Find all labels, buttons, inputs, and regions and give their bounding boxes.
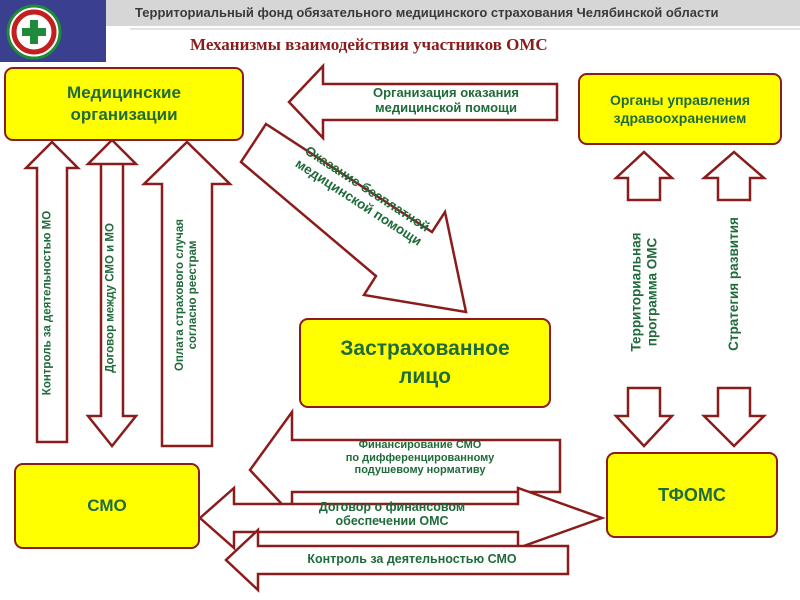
node-smo: СМО bbox=[14, 463, 200, 549]
label-territorial-line1: Территориальная bbox=[628, 232, 644, 352]
label-financing-line3: подушевому нормативу bbox=[354, 464, 486, 477]
label-contract-financing-line2: обеспечении ОМС bbox=[335, 514, 449, 529]
label-control-smo: Контроль за деятельностью СМО bbox=[307, 552, 517, 566]
arrow-payment bbox=[140, 140, 234, 448]
label-financing: Финансирование СМО по дифференцированном… bbox=[300, 439, 540, 477]
label-territorial: Территориальная программа ОМС bbox=[628, 232, 659, 351]
arrow-territorial-down bbox=[613, 386, 675, 448]
label-control-mo: Контроль за деятельностью МО bbox=[41, 210, 54, 396]
org-title: Территориальный фонд обязательного медиц… bbox=[135, 5, 719, 20]
node-health-authorities: Органы управления здравоохранением bbox=[578, 73, 782, 145]
label-contract-smo-mo: Договор между СМО и МО bbox=[104, 223, 117, 373]
logo-icon bbox=[6, 4, 62, 60]
label-payment-line1: Оплата страхового случая bbox=[173, 219, 186, 371]
node-health-authorities-label: Органы управления здравоохранением bbox=[609, 91, 751, 126]
node-tfoms: ТФОМС bbox=[606, 452, 778, 538]
label-payment: Оплата страхового случая согласно реестр… bbox=[174, 219, 200, 371]
node-med-orgs-label: Медицинские организации bbox=[67, 82, 181, 124]
label-financing-line2: по дифференцированному bbox=[345, 451, 495, 464]
node-insured: Застрахованное лицо bbox=[299, 318, 551, 408]
label-org-care: Организация оказания медицинской помощи bbox=[336, 85, 556, 116]
label-payment-line2: согласно реестрам bbox=[187, 240, 199, 350]
arrow-free-care bbox=[239, 122, 468, 314]
label-financing-line1: Финансирование СМО bbox=[358, 439, 482, 451]
arrow-strategy-down bbox=[700, 386, 768, 448]
label-contract-financing: Договор о финансовом обеспечении ОМС bbox=[282, 500, 502, 529]
arrow-control-smo bbox=[224, 527, 570, 593]
arrow-control-mo bbox=[22, 140, 82, 444]
arrow-contract-financing bbox=[198, 485, 606, 551]
node-med-orgs: Медицинские организации bbox=[4, 67, 244, 141]
label-contract-financing-line1: Договор о финансовом bbox=[318, 500, 466, 514]
header-divider bbox=[130, 28, 800, 30]
arrow-territorial-up bbox=[612, 150, 676, 202]
arrow-contract-smo-mo bbox=[84, 138, 140, 449]
arrow-financing bbox=[248, 408, 562, 519]
node-tfoms-label: ТФОМС bbox=[658, 484, 726, 505]
label-strategy: Стратегия развития bbox=[726, 217, 742, 351]
label-org-care-text: Организация оказания медицинской помощи bbox=[372, 85, 520, 115]
node-insured-label: Застрахованное лицо bbox=[340, 336, 510, 388]
label-territorial-line2: программа ОМС bbox=[644, 237, 659, 347]
arrow-strategy-up bbox=[700, 150, 768, 202]
slide-title: Механизмы взаимодействия участников ОМС bbox=[190, 35, 548, 54]
node-smo-label: СМО bbox=[87, 496, 127, 515]
header-band bbox=[0, 0, 800, 26]
arrow-org-care bbox=[287, 62, 559, 142]
